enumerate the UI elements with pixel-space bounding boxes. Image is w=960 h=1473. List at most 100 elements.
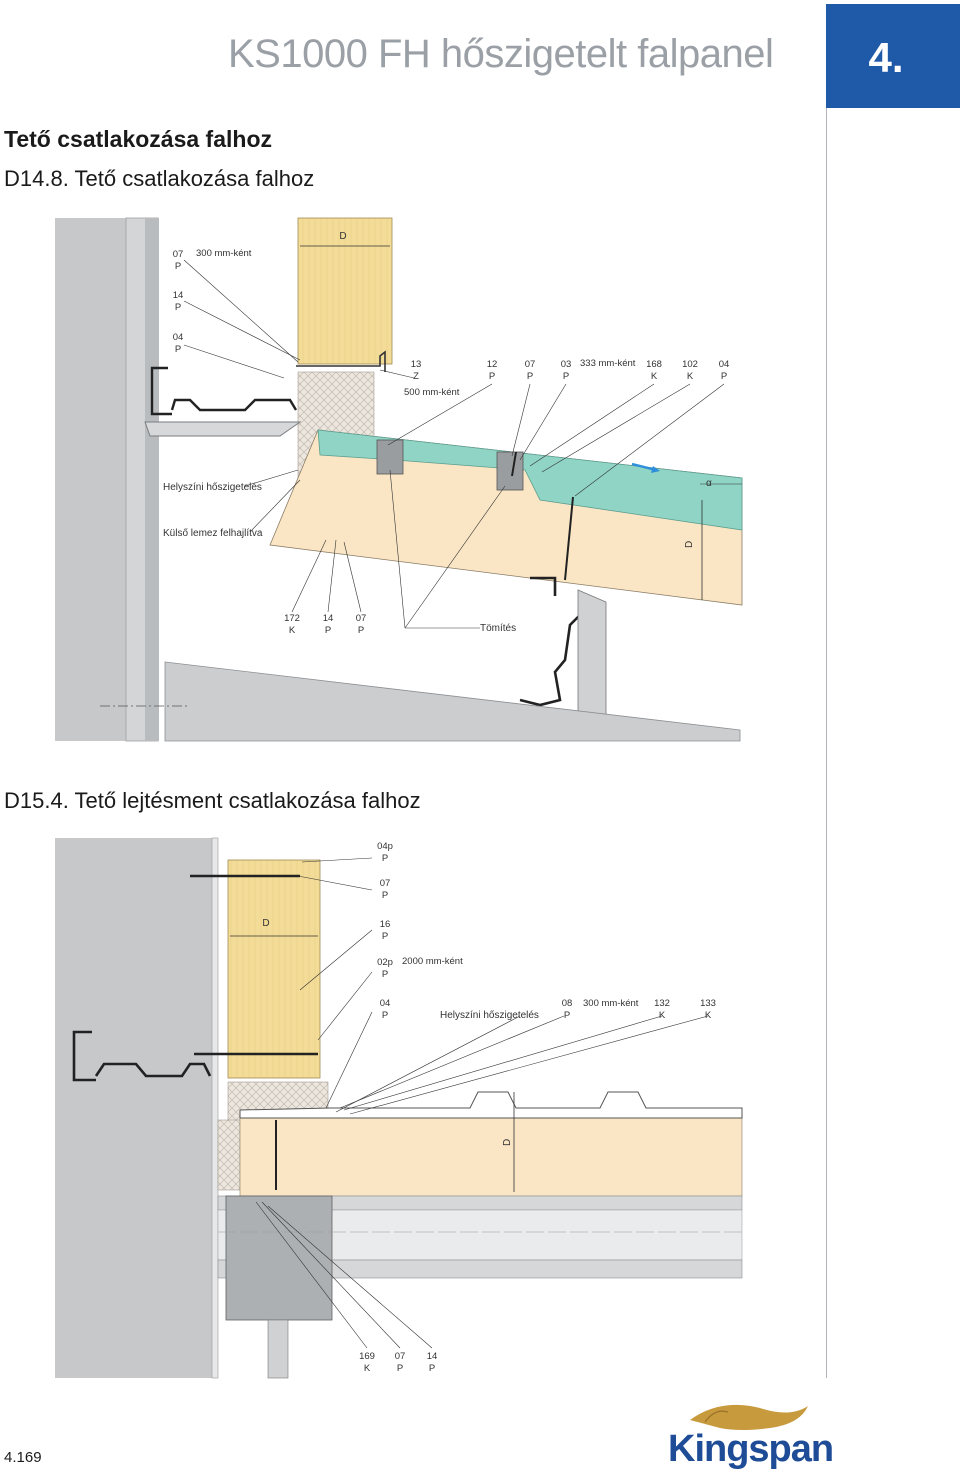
label-07-a-num: 07 (173, 249, 184, 260)
detail2-leaders (255, 857, 709, 1349)
label2-132-cat: K (659, 1010, 666, 1021)
chapter-number: 4. (868, 34, 904, 81)
label-14-b-cat: P (325, 625, 331, 636)
label-outer-sheet: Külső lemez felhajlítva (163, 528, 263, 539)
label2-spacing-2000: 2000 mm-ként (402, 956, 463, 967)
column-stub (267, 1319, 289, 1379)
label2-04p-num: 04p (377, 841, 393, 852)
label2-04-num: 04 (380, 998, 391, 1009)
column-flange (145, 218, 159, 741)
roof-panel-core-2 (239, 1117, 743, 1197)
label2-dim-d-side: D (502, 1139, 513, 1146)
kingspan-logo: Kingspan (668, 1428, 834, 1470)
roof-panel-top-sheet (317, 429, 743, 531)
label2-04p-cat: P (382, 853, 388, 864)
label-172-cat: K (289, 625, 296, 636)
label-14-cat: P (175, 302, 181, 313)
label-102-cat: K (687, 371, 694, 382)
label2-14-cat: P (429, 1363, 435, 1374)
label2-07-b-num: 07 (395, 1351, 406, 1362)
label2-02p-num: 02p (377, 957, 393, 968)
label-spacing-300: 300 mm-ként (196, 248, 252, 259)
label-07-a-cat: P (175, 261, 181, 272)
support-bracket (144, 421, 302, 437)
label-spacing-500: 500 mm-ként (404, 387, 460, 398)
wall-panel-core-2 (227, 859, 321, 1079)
label-04-num: 04 (173, 332, 184, 343)
label2-16-cat: P (382, 931, 388, 942)
label2-07-cat: P (382, 890, 388, 901)
kingspan-lion-icon (690, 1404, 808, 1430)
filler-block-2 (496, 451, 524, 491)
wall-2 (55, 838, 215, 1378)
roof-top-sheet-2 (239, 1091, 743, 1119)
label2-spacing-300: 300 mm-ként (583, 998, 639, 1009)
detail1-drawing: 07 P 300 mm-ként D 14 P 04 P 13 Z 500 mm… (55, 217, 743, 742)
filler-block-1 (376, 439, 404, 475)
label-spacing-333: 333 mm-ként (580, 358, 636, 369)
label-14-b-num: 14 (323, 613, 334, 624)
chapter-badge: 4. (826, 4, 960, 108)
roof-purlin (519, 576, 587, 707)
label-13-cat: Z (413, 371, 419, 382)
label2-08-num: 08 (562, 998, 573, 1009)
label-07-b-num: 07 (525, 359, 536, 370)
label2-16-num: 16 (380, 919, 391, 930)
label2-site-insulation: Helyszíni hőszigetelés (440, 1010, 539, 1021)
label2-132-num: 132 (654, 998, 670, 1009)
label-site-insulation: Helyszíni hőszigetelés (163, 482, 262, 493)
label-07-c-num: 07 (356, 613, 367, 624)
detail2-title: D15.4. Tető lejtésment csatlakozása falh… (4, 788, 421, 813)
label-168-cat: K (651, 371, 658, 382)
label2-133-cat: K (705, 1010, 712, 1021)
label-07-b-cat: P (527, 371, 533, 382)
label-12-num: 12 (487, 359, 498, 370)
beam-flange-bottom (217, 1259, 743, 1279)
label-14-num: 14 (173, 290, 184, 301)
label-102-num: 102 (682, 359, 698, 370)
wall-purlin-2 (72, 1030, 212, 1082)
end-plate (225, 1195, 333, 1321)
detail1-leaders (183, 259, 742, 629)
label-03-num: 03 (561, 359, 572, 370)
label-07-c-cat: P (358, 625, 364, 636)
label2-04-cat: P (382, 1010, 388, 1021)
roof-screw (564, 496, 574, 581)
label-04-cat: P (175, 344, 181, 355)
insulation-strip (217, 1119, 241, 1191)
label-172-num: 172 (284, 613, 300, 624)
label2-08-cat: P (564, 1010, 570, 1021)
label-03-cat: P (563, 371, 569, 382)
label2-14-num: 14 (427, 1351, 438, 1362)
label-12-cat: P (489, 371, 495, 382)
wall-purlin (150, 366, 298, 416)
page-number: 4.169 (4, 1449, 42, 1466)
label-13-num: 13 (411, 359, 422, 370)
flashing (296, 350, 386, 372)
label-dim-d-top: D (339, 231, 346, 242)
label2-169-cat: K (364, 1363, 371, 1374)
main-beam (164, 661, 741, 742)
page-header-title: KS1000 FH hőszigetelt falpanel (228, 32, 774, 76)
label-04-b-cat: P (721, 371, 727, 382)
label2-07-num: 07 (380, 878, 391, 889)
wall-panel-core (297, 217, 393, 365)
label-sealing: Tömítés (480, 623, 516, 634)
label2-133-num: 133 (700, 998, 716, 1009)
label-04-b-num: 04 (719, 359, 730, 370)
section-title: Tető csatlakozása falhoz (4, 126, 272, 152)
label2-169-num: 169 (359, 1351, 375, 1362)
margin-rule (826, 108, 827, 1378)
slope-arrow (631, 462, 657, 472)
label-alpha: α (706, 478, 712, 489)
label-dim-d-side: D (684, 541, 695, 548)
wall-sheet-2 (211, 837, 219, 1379)
detail1-title: D14.8. Tető csatlakozása falhoz (4, 166, 315, 191)
label2-07-b-cat: P (397, 1363, 403, 1374)
label2-02p-cat: P (382, 969, 388, 980)
label-168-num: 168 (646, 359, 662, 370)
detail2-drawing: 04p P 07 P D 16 P 02p P 2000 mm-ként 04 … (55, 837, 743, 1379)
stitch-screw (511, 451, 517, 477)
slope-arrowhead (651, 466, 660, 473)
